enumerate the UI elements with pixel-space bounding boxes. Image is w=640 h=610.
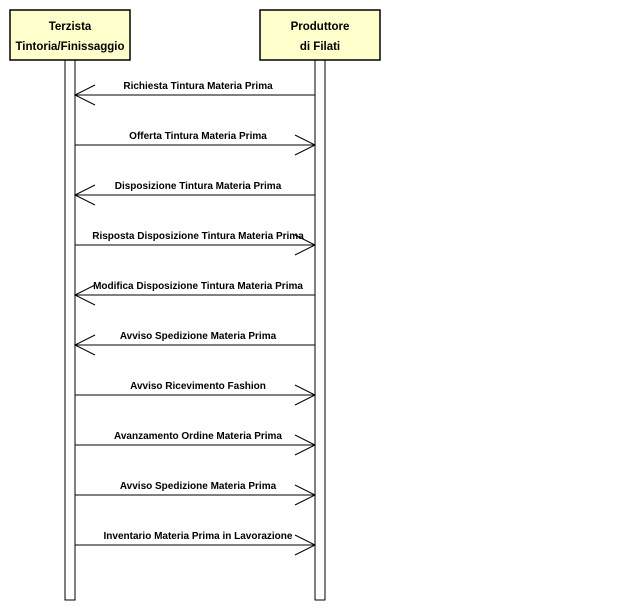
- message-arrowhead-icon: [73, 284, 96, 306]
- message-arrowhead-icon: [294, 384, 317, 406]
- participant-label-produttore-line1: Produttore: [291, 21, 350, 33]
- message-7[interactable]: Avviso Ricevimento Fashion: [75, 381, 317, 406]
- message-label: Avviso Spedizione Materia Prima: [120, 331, 277, 342]
- message-label: Avviso Spedizione Materia Prima: [120, 481, 277, 492]
- message-arrowhead-icon: [294, 234, 317, 256]
- message-8[interactable]: Avanzamento Ordine Materia Prima: [75, 431, 317, 456]
- participant-label-terzista-line1: Terzista: [49, 21, 92, 33]
- message-arrowhead-icon: [73, 184, 96, 206]
- participant-box-terzista: [9, 9, 131, 61]
- message-label: Inventario Materia Prima in Lavorazione: [104, 531, 293, 542]
- message-9[interactable]: Avviso Spedizione Materia Prima: [75, 481, 317, 506]
- message-arrowhead-icon: [294, 134, 317, 156]
- message-3[interactable]: Disposizione Tintura Materia Prima: [73, 181, 315, 206]
- message-2[interactable]: Offerta Tintura Materia Prima: [75, 131, 317, 156]
- participant-box-produttore: [259, 9, 381, 61]
- message-label: Richiesta Tintura Materia Prima: [123, 81, 273, 92]
- message-arrowhead-icon: [294, 534, 317, 556]
- message-4[interactable]: Risposta Disposizione Tintura Materia Pr…: [75, 231, 317, 256]
- participant-label-produttore-line2: di Filati: [300, 41, 340, 53]
- message-label: Disposizione Tintura Materia Prima: [115, 181, 282, 192]
- message-label: Offerta Tintura Materia Prima: [129, 131, 267, 142]
- participant-produttore[interactable]: Produttore di Filati: [259, 9, 381, 61]
- participant-label-terzista-line2: Tintoria/Finissaggio: [15, 41, 124, 53]
- message-5[interactable]: Modifica Disposizione Tintura Materia Pr…: [73, 281, 315, 306]
- lifeline-terzista: [64, 59, 76, 601]
- message-label: Avanzamento Ordine Materia Prima: [114, 431, 282, 442]
- message-arrowhead-icon: [73, 84, 96, 106]
- participant-terzista[interactable]: Terzista Tintoria/Finissaggio: [9, 9, 131, 61]
- message-6[interactable]: Avviso Spedizione Materia Prima: [73, 331, 315, 356]
- message-label: Modifica Disposizione Tintura Materia Pr…: [93, 281, 303, 292]
- message-label: Risposta Disposizione Tintura Materia Pr…: [92, 231, 304, 242]
- lifeline-produttore: [314, 59, 326, 601]
- message-1[interactable]: Richiesta Tintura Materia Prima: [73, 81, 315, 106]
- message-10[interactable]: Inventario Materia Prima in Lavorazione: [75, 531, 317, 556]
- message-arrowhead-icon: [73, 334, 96, 356]
- message-label: Avviso Ricevimento Fashion: [130, 381, 266, 392]
- message-arrowhead-icon: [294, 434, 317, 456]
- message-arrowhead-icon: [294, 484, 317, 506]
